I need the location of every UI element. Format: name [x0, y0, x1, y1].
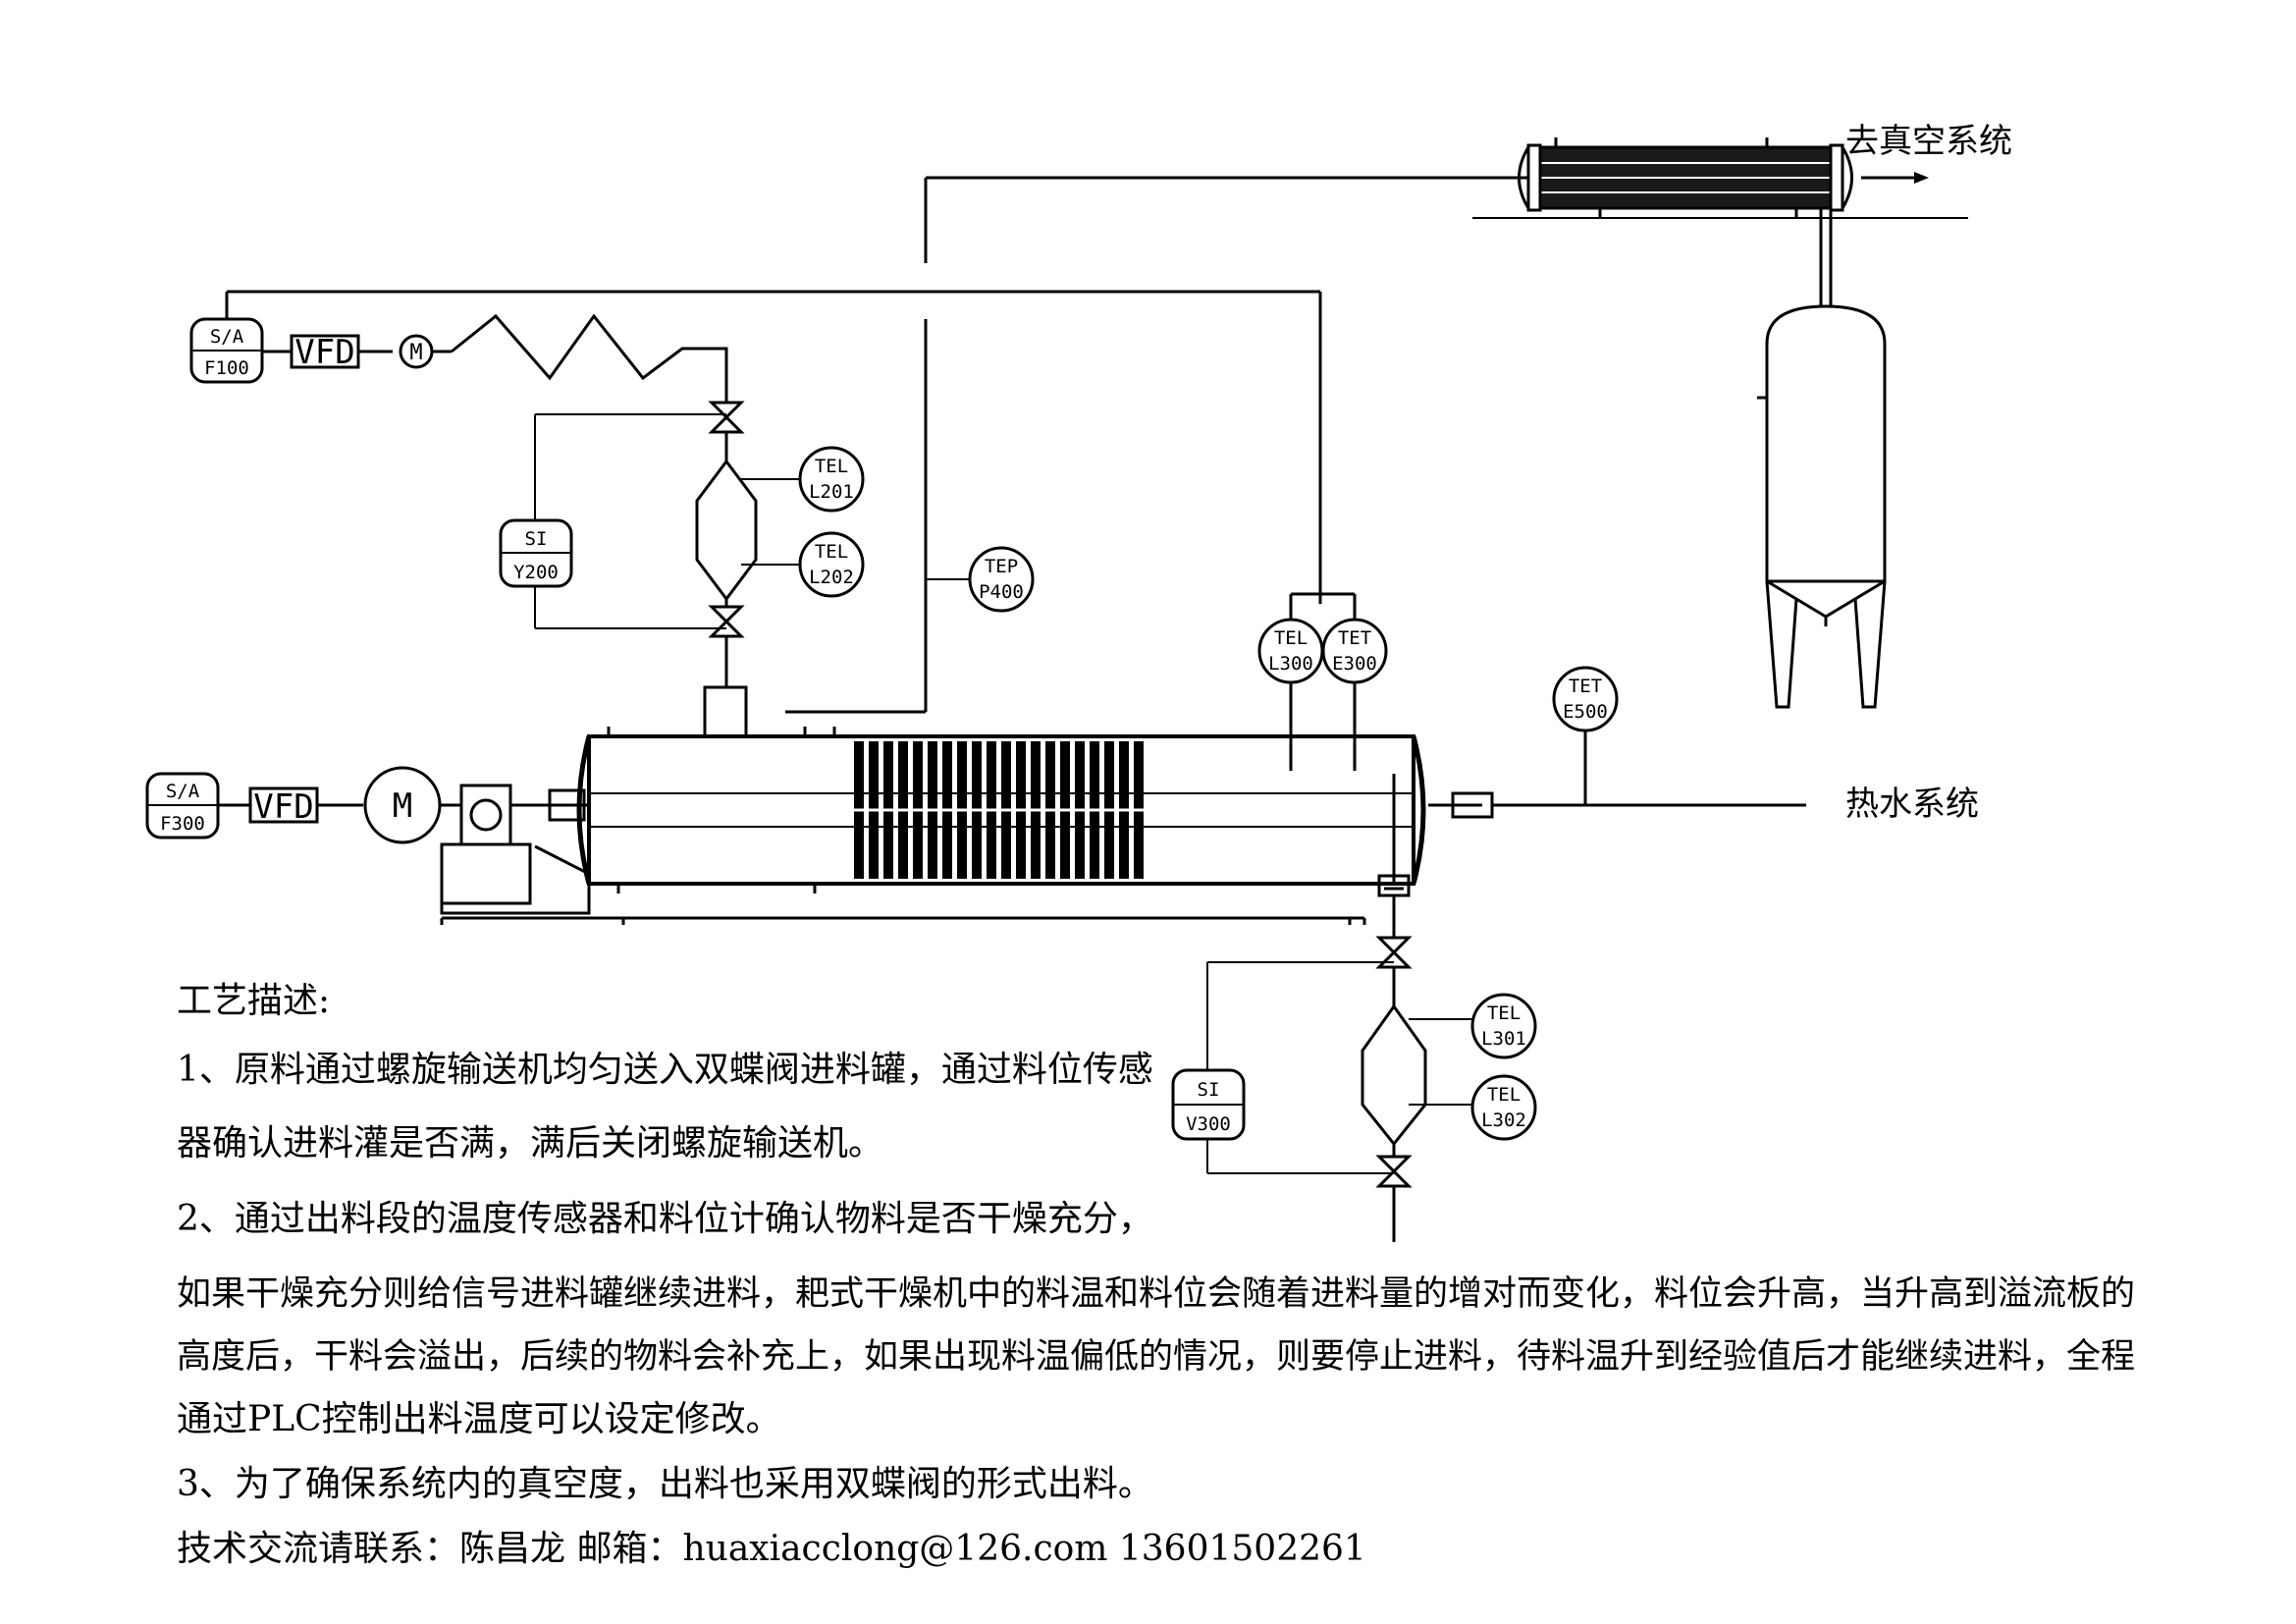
- instrument-tel-l201: TEL L201: [798, 446, 865, 513]
- instrument-sa-f100: S/A F100: [189, 290, 1322, 604]
- svg-text:V300: V300: [1186, 1113, 1231, 1135]
- description-line-5: 高度后，干料会溢出，后续的物料会补充上，如果出现料温偏低的情况，则要停止进料，待…: [177, 1337, 2136, 1377]
- svg-text:TEL: TEL: [815, 541, 848, 563]
- svg-text:M: M: [409, 341, 422, 365]
- svg-text:TEL: TEL: [1487, 1002, 1521, 1024]
- instrument-tep-p400: TEP P400: [968, 546, 1035, 613]
- feed-hopper: [695, 401, 758, 738]
- description-heading: 工艺描述:: [177, 981, 331, 1021]
- svg-text:L301: L301: [1481, 1028, 1526, 1050]
- description-line-2: 器确认进料灌是否满，满后关闭螺旋输送机。: [177, 1123, 884, 1164]
- description-line-6: 通过PLC控制出料温度可以设定修改。: [177, 1399, 781, 1439]
- svg-text:F100: F100: [204, 357, 249, 379]
- svg-text:F300: F300: [160, 813, 205, 835]
- receiver-tank: [1757, 304, 1887, 709]
- svg-text:L300: L300: [1268, 653, 1313, 675]
- description-line-4: 如果干燥充分则给信号进料罐继续进料，耙式干燥机中的料温和料位会随着进料量的增对而…: [177, 1274, 2136, 1314]
- svg-text:E300: E300: [1332, 653, 1377, 675]
- svg-text:TEL: TEL: [1274, 627, 1308, 649]
- butterfly-valve-upper: [708, 401, 745, 434]
- svg-text:L202: L202: [809, 567, 854, 588]
- svg-text:TEL: TEL: [1487, 1084, 1521, 1106]
- svg-text:E500: E500: [1563, 701, 1608, 723]
- svg-text:SI: SI: [525, 528, 548, 550]
- description-line-3: 2、通过出料段的温度传感器和料位计确认物料是否干燥充分，: [177, 1199, 1153, 1239]
- motor-small: M: [399, 334, 434, 369]
- butterfly-valve-discharge-upper: [1375, 936, 1413, 969]
- description-line-7: 3、为了确保系统内的真空度，出料也采用双蝶阀的形式出料。: [177, 1464, 1153, 1504]
- svg-text:VFD: VFD: [253, 787, 313, 827]
- screw-conveyor: [451, 313, 728, 403]
- instrument-tel-l301: TEL L301: [1470, 993, 1537, 1059]
- instrument-pair-e300: TEL L300 TET E300: [1257, 592, 1388, 771]
- svg-text:S/A: S/A: [166, 781, 200, 802]
- vfd-top: VFD: [290, 333, 360, 372]
- svg-text:M: M: [393, 786, 412, 826]
- butterfly-valve-discharge-lower: [1375, 1155, 1413, 1188]
- svg-text:TEP: TEP: [985, 556, 1018, 577]
- dryer-body: [576, 727, 1806, 893]
- svg-text:SI: SI: [1198, 1079, 1220, 1101]
- contact-info: 技术交流请联系：陈昌龙 邮箱：huaxiacclong@126.com 1360…: [177, 1529, 1366, 1569]
- butterfly-valve-lower: [708, 605, 745, 638]
- instrument-tet-e500: TET E500: [1552, 666, 1619, 805]
- svg-text:L302: L302: [1481, 1110, 1526, 1131]
- svg-text:L201: L201: [809, 481, 854, 503]
- instrument-si-v300: SI V300: [1171, 1068, 1246, 1141]
- instrument-tel-l202: TEL L202: [798, 531, 865, 598]
- svg-text:VFD: VFD: [294, 333, 354, 372]
- condenser: [924, 137, 1968, 306]
- drive-left: S/A F300 VFD M: [145, 766, 591, 915]
- svg-text:TET: TET: [1569, 676, 1602, 697]
- svg-text:P400: P400: [979, 581, 1024, 603]
- description-line-1: 1、原料通过螺旋输送机均匀送入双蝶阀进料罐，通过料位传感: [177, 1050, 1153, 1090]
- discharge-hopper: [1361, 874, 1427, 1242]
- hot-water-system-label: 热水系统: [1845, 785, 1979, 824]
- svg-text:TET: TET: [1338, 627, 1371, 649]
- svg-text:TEL: TEL: [815, 456, 848, 477]
- svg-text:S/A: S/A: [210, 326, 244, 348]
- instrument-si-y200: SI Y200: [499, 518, 573, 588]
- vacuum-system-label: 去真空系统: [1845, 122, 2012, 161]
- instrument-tel-l302: TEL L302: [1470, 1074, 1537, 1141]
- svg-text:Y200: Y200: [513, 562, 559, 583]
- instrument-sa-f300: S/A F300: [145, 772, 220, 839]
